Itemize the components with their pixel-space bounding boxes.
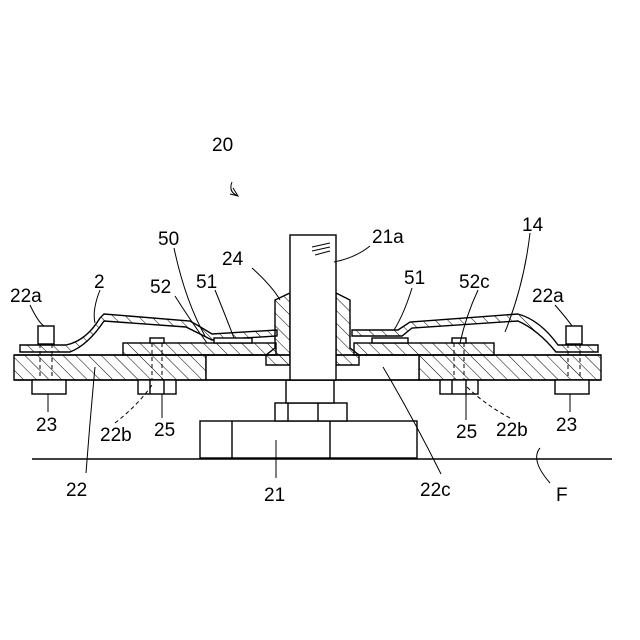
pad-51-left: [214, 338, 252, 343]
label-52: 52: [150, 277, 171, 298]
label-22b-left: 22b: [100, 425, 132, 446]
label-25-right: 25: [456, 422, 477, 443]
collar-24-left: [266, 293, 290, 365]
label-21a: 21a: [372, 227, 404, 248]
label-23-left: 23: [36, 415, 57, 436]
label-22b-right: 22b: [496, 420, 528, 441]
label-23-right: 23: [556, 415, 577, 436]
label-22a-right: 22a: [532, 286, 564, 307]
nut-23-left: [32, 380, 66, 394]
label-24: 24: [222, 249, 244, 270]
label-20: 20: [212, 135, 233, 156]
shaft-21a: [290, 235, 336, 380]
base-unit-21: [200, 380, 417, 458]
nut-23-right: [555, 380, 589, 394]
label-51-right: 51: [404, 268, 425, 289]
label-22a-left: 22a: [10, 286, 42, 307]
label-22: 22: [66, 480, 87, 501]
plate-52c-right: [354, 343, 494, 355]
label-F: F: [556, 485, 568, 506]
label-14: 14: [522, 215, 544, 236]
collar-24-right: [336, 293, 359, 365]
label-52c: 52c: [459, 272, 490, 293]
label-21: 21: [264, 485, 285, 506]
label-25-left: 25: [154, 420, 175, 441]
label-50: 50: [158, 229, 179, 250]
label-22c: 22c: [420, 480, 451, 501]
label-2: 2: [94, 272, 105, 293]
label-51-left: 51: [196, 272, 217, 293]
plate-52-left: [123, 343, 276, 355]
pad-51-right: [372, 338, 408, 343]
